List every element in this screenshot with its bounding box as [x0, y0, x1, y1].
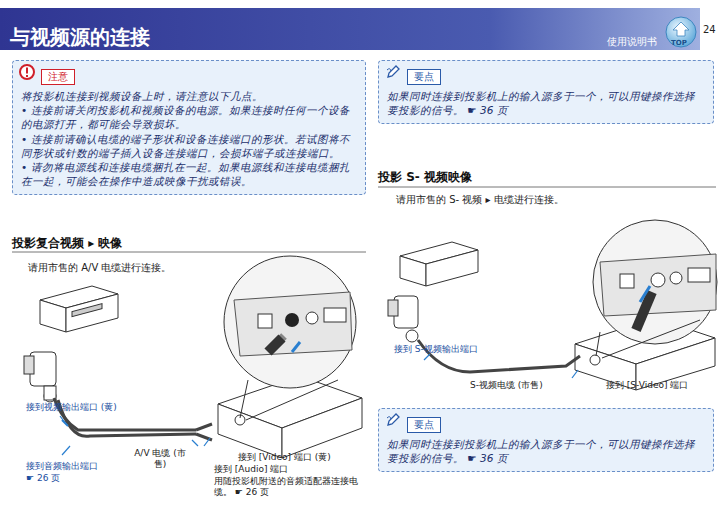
page-title: 与视频源的连接	[10, 24, 150, 51]
vcr	[40, 286, 118, 332]
label: S-视频电缆 (市售)	[470, 380, 580, 391]
box-text: • 请勿将电源线和连接电缆捆扎在一起。如果电源线和连接电缆捆扎在一起，可能会在操…	[21, 160, 357, 188]
label: TOP	[671, 39, 693, 48]
box-heading: 注意	[41, 69, 75, 85]
box-text: 如果同时连接到投影机上的输入源多于一个，可以用键操作选择要投影的信号。 ☛ 36…	[387, 437, 705, 465]
label: A/V 电缆 (市售)	[130, 448, 190, 471]
label: 请用市售的 S- 视频 ▸ 电缆进行连接。	[396, 194, 696, 207]
label: 接到 S-视频输出端口	[394, 344, 524, 355]
box-text: • 连接前请确认电缆的端子形状和设备连接端口的形状。若试图将不同形状或针数的端子…	[21, 132, 357, 160]
label: 接到 [S-Video] 端口	[606, 380, 716, 391]
label: ☛ 26 页	[26, 473, 86, 484]
point-box: 要点如果同时连接到投影机上的输入源多于一个，可以用键操作选择要投影的信号。 ☛ …	[378, 60, 714, 124]
port-magnifier	[593, 220, 717, 358]
camcorder	[24, 352, 56, 402]
box-text: • 连接前请关闭投影机和视频设备的电源。如果连接时任何一个设备的电源打开，都可能…	[21, 103, 357, 131]
vcr	[400, 242, 478, 286]
label: 24	[703, 24, 719, 37]
label: 接到 [Video] 端口 (黄)	[238, 452, 368, 463]
header-bar	[0, 8, 700, 50]
caution-icon	[19, 64, 35, 80]
section-rule	[378, 187, 716, 188]
box-heading: 要点	[407, 69, 441, 85]
point-icon	[385, 64, 401, 80]
section-rule	[12, 252, 366, 253]
leader-lines	[424, 354, 578, 378]
point-icon	[385, 412, 401, 428]
label: 用随投影机附送的音频适配器连接电缆。 ☛ 26 页	[214, 476, 360, 499]
top-icon	[666, 17, 696, 47]
label: 请用市售的 A/V 电缆进行连接。	[28, 262, 328, 275]
box-text: 如果同时连接到投影机上的输入源多于一个，可以用键操作选择要投影的信号。 ☛ 36…	[387, 89, 705, 117]
camcorder	[388, 296, 418, 342]
caution-box: 注意将投影机连接到视频设备上时，请注意以下几点。• 连接前请关闭投影机和视频设备…	[12, 60, 366, 195]
label: 接到视频输出端口 (黄)	[26, 402, 156, 413]
label: 投影复合视频 ▸ 映像	[12, 236, 312, 251]
label: 接到 [Audio] 端口	[214, 464, 354, 475]
top-icon-house	[673, 22, 689, 36]
box-heading: 要点	[407, 417, 441, 433]
port-magnifier	[224, 256, 356, 420]
point-box: 要点如果同时连接到投影机上的输入源多于一个，可以用键操作选择要投影的信号。 ☛ …	[378, 408, 714, 472]
label: 投影 S- 视频映像	[378, 170, 678, 185]
label: 接到音频输出端口	[26, 461, 136, 472]
label: 使用说明书	[607, 36, 667, 49]
box-text: 将投影机连接到视频设备上时，请注意以下几点。	[21, 89, 357, 103]
